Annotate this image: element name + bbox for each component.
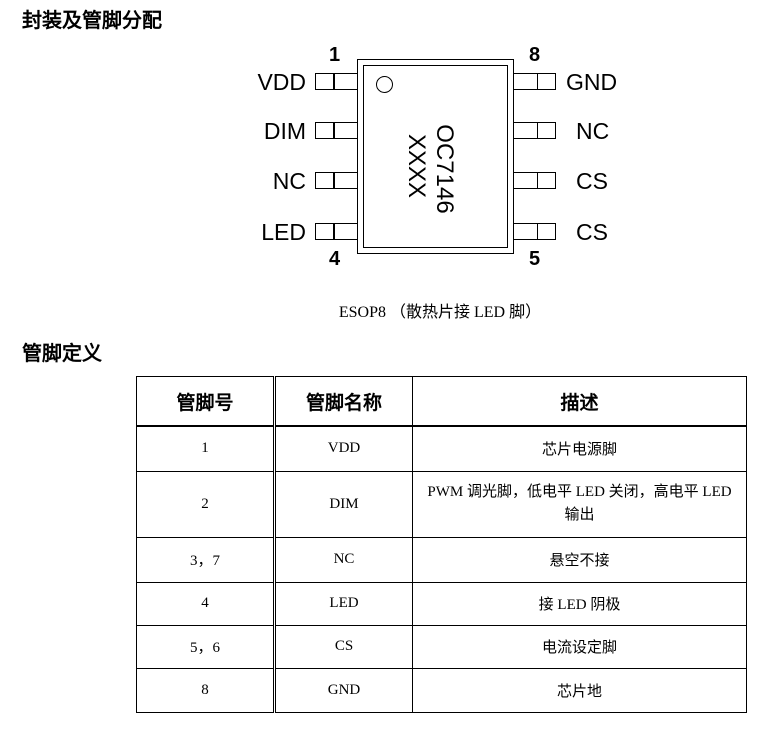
cell-pin-name: CS (274, 624, 413, 669)
pin-definition-table: 管脚号 管脚名称 描述 1 VDD 芯片电源脚 2 DIM PWM 调光脚，低电… (136, 376, 747, 713)
pin-lead (513, 122, 556, 139)
pin-label-cs: CS (576, 219, 608, 245)
pin-label-nc: NC (272, 168, 306, 194)
cell-description: 电流设定脚 (412, 624, 747, 669)
pin-lead (513, 223, 556, 240)
chip-marking-part: OC7146 (431, 124, 458, 214)
header-description: 描述 (412, 376, 747, 427)
cell-description: 芯片电源脚 (412, 425, 747, 472)
cell-pin-name: GND (274, 667, 413, 713)
cell-pin-number: 4 (136, 581, 276, 626)
pin-lead (315, 73, 358, 90)
cell-description: 接 LED 阴极 (412, 581, 747, 626)
pin-lead (513, 73, 556, 90)
cell-description: 悬空不接 (412, 536, 747, 583)
chip-marking-lot: XXXX (403, 133, 430, 199)
table-row: 1 VDD 芯片电源脚 (136, 425, 747, 472)
header-pin-name: 管脚名称 (274, 376, 413, 427)
pin-label-led: LED (261, 219, 306, 245)
package-caption: ESOP8 （散热片接 LED 脚） (338, 304, 542, 321)
cell-description: PWM 调光脚，低电平 LED 关闭，高电平 LED 输出 (412, 470, 747, 538)
cell-pin-number: 5，6 (136, 624, 276, 669)
cell-pin-name: LED (274, 581, 413, 626)
pin-lead (513, 172, 556, 189)
cell-pin-name: VDD (274, 425, 413, 472)
pin-label-cs: CS (576, 168, 608, 194)
pin-label-vdd: VDD (257, 69, 306, 95)
cell-pin-number: 1 (136, 425, 276, 472)
pin-lead (315, 223, 358, 240)
pin-number-5: 5 (529, 248, 541, 270)
pin-label-nc: NC (576, 118, 610, 144)
pin-label-gnd: GND (566, 69, 618, 95)
pin-lead (315, 172, 358, 189)
table-row: 4 LED 接 LED 阴极 (136, 581, 747, 626)
section-title-pin-definition: 管脚定义 (22, 341, 102, 365)
pin-number-1: 1 (329, 44, 341, 66)
cell-pin-number: 8 (136, 667, 276, 713)
section-title-package: 封装及管脚分配 (22, 8, 162, 32)
cell-description: 芯片地 (412, 667, 747, 713)
cell-pin-name: DIM (274, 470, 413, 538)
table-row: 3，7 NC 悬空不接 (136, 536, 747, 583)
cell-pin-number: 3，7 (136, 536, 276, 583)
pin-number-4: 4 (329, 248, 341, 270)
table-row: 2 DIM PWM 调光脚，低电平 LED 关闭，高电平 LED 输出 (136, 470, 747, 538)
table-row: 5，6 CS 电流设定脚 (136, 624, 747, 669)
table-row: 8 GND 芯片地 (136, 667, 747, 713)
pin-label-dim: DIM (263, 118, 306, 144)
cell-pin-number: 2 (136, 470, 276, 538)
cell-pin-name: NC (274, 536, 413, 583)
chip-body: XXXX OC7146 (357, 59, 514, 254)
pin-number-8: 8 (529, 44, 541, 66)
header-pin-number: 管脚号 (136, 376, 276, 427)
table-header-row: 管脚号 管脚名称 描述 (136, 376, 747, 427)
pin1-marker-icon (376, 76, 393, 93)
pin-lead (315, 122, 358, 139)
